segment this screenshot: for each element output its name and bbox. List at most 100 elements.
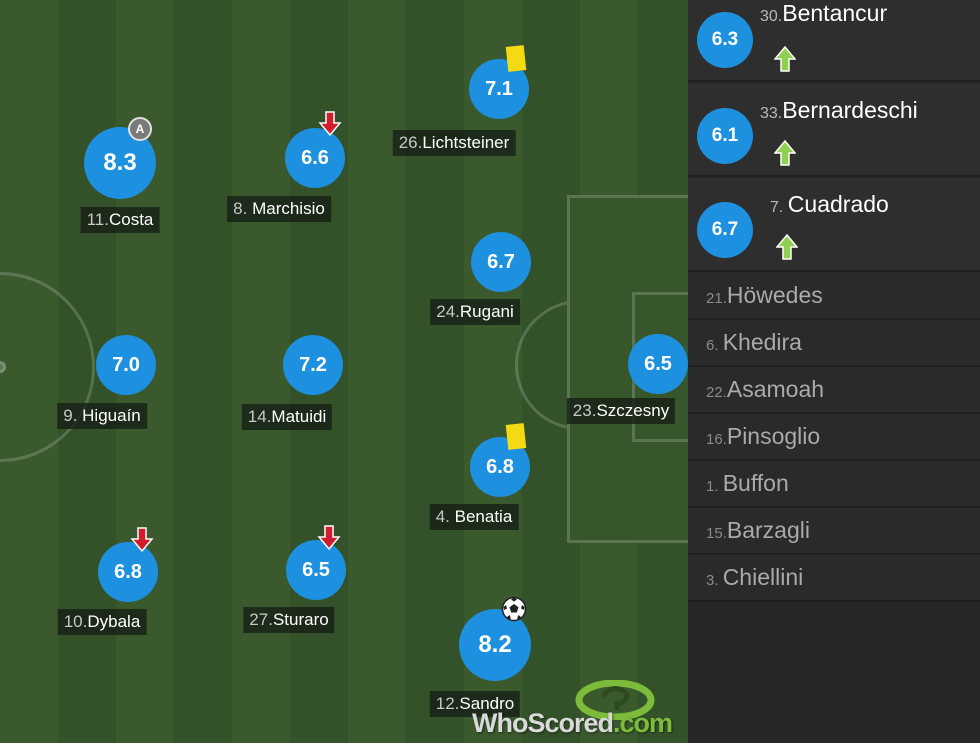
player-number: 1.	[706, 478, 723, 495]
player-number: 12.	[435, 694, 460, 713]
bench-row-pinsoglio[interactable]: 16.Pinsoglio	[688, 414, 980, 461]
player-number: 24.	[436, 302, 460, 321]
player-label: 11.Costa	[80, 207, 160, 233]
player-name: Sandro	[459, 694, 515, 713]
goal-ball-icon	[501, 596, 527, 622]
player-rating: 6.7	[471, 232, 531, 292]
player-name: Benatia	[454, 507, 513, 526]
player-name: Bentancur	[782, 0, 888, 26]
player-label: 26.Lichtsteiner	[392, 130, 516, 156]
player-number: 11.	[86, 210, 109, 229]
player-label: 4. Benatia	[429, 504, 519, 530]
center-spot	[0, 361, 6, 373]
player-label: 30.Bentancur	[760, 0, 887, 27]
player-rating: 6.1	[697, 108, 753, 164]
sub-off-arrow-icon	[318, 111, 342, 137]
player-rating: 6.5	[286, 540, 346, 600]
sub-on-arrow-icon	[776, 234, 798, 260]
question-mark-logo-icon	[575, 680, 655, 720]
player-name: Cuadrado	[787, 191, 889, 217]
player-label: 16.Pinsoglio	[706, 423, 820, 450]
player-number: 33.	[760, 105, 783, 122]
player-number: 23.	[572, 401, 597, 420]
sub-on-arrow-icon	[774, 46, 796, 72]
player-number: 21.	[706, 290, 727, 307]
player-rating: 6.8	[98, 542, 158, 602]
player-name: Costa	[108, 210, 154, 229]
player-label: 23.Szczesny	[566, 398, 676, 424]
center-circle	[0, 272, 95, 462]
player-label: 22.Asamoah	[706, 376, 824, 403]
bench-row-howedes[interactable]: 21.Höwedes	[688, 273, 980, 320]
player-rating: 6.7	[697, 202, 753, 258]
player-name: Khedira	[722, 329, 802, 355]
player-rating: 7.2	[283, 335, 343, 395]
player-label: 3. Chiellini	[706, 564, 803, 591]
player-label: 21.Höwedes	[706, 282, 823, 309]
player-name: Pinsoglio	[726, 423, 821, 449]
player-number: 10.	[63, 612, 88, 631]
player-name: Dybala	[87, 612, 141, 631]
player-number: 3.	[706, 572, 723, 589]
player-label: 8. Marchisio	[227, 196, 331, 222]
player-name: Marchisio	[252, 199, 325, 218]
player-name: Bernardeschi	[782, 97, 918, 123]
player-number: 27.	[249, 610, 273, 629]
player-name: Buffon	[722, 470, 789, 496]
player-rating: 7.0	[96, 335, 156, 395]
whoscored-logo: WhoScored.com	[470, 680, 680, 740]
player-rating: 6.3	[697, 12, 753, 68]
player-name: Higuaín	[82, 406, 141, 425]
player-label: 24.Rugani	[430, 299, 520, 325]
player-number: 26.	[398, 133, 423, 152]
player-name: Asamoah	[726, 376, 825, 402]
player-rating: 8.2	[459, 609, 531, 681]
player-number: 22.	[706, 384, 727, 401]
logo-domain: .com	[613, 708, 673, 738]
player-rating: 6.5	[628, 334, 688, 394]
player-name: Sturaro	[272, 610, 329, 629]
player-number: 9.	[63, 406, 83, 425]
player-number: 8.	[233, 199, 253, 218]
player-rating: 6.6	[285, 128, 345, 188]
bench-row-chiellini[interactable]: 3. Chiellini	[688, 555, 980, 602]
player-label: 14.Matuidi	[241, 404, 333, 430]
player-label: 10.Dybala	[57, 609, 147, 635]
pitch: 8.3 A 11.Costa 6.6 8. Marchisio 7.1 26.L…	[0, 0, 688, 743]
player-name: Lichtsteiner	[422, 133, 510, 152]
sub-on-arrow-icon	[774, 140, 796, 166]
bench-row-buffon[interactable]: 1. Buffon	[688, 461, 980, 508]
player-label: 6. Khedira	[706, 329, 802, 356]
player-name: Chiellini	[722, 564, 804, 590]
sub-off-arrow-icon	[317, 525, 341, 551]
player-number: 14.	[247, 407, 272, 426]
player-name: Matuidi	[271, 407, 327, 426]
player-number: 16.	[706, 431, 727, 448]
substitutes-panel: 6.3 30.Bentancur 6.1 33.Bernardeschi 6.7…	[688, 0, 980, 743]
substitute-row-cuadrado[interactable]: 6.7 7. Cuadrado	[688, 178, 980, 272]
player-name: Szczesny	[596, 401, 670, 420]
substitute-row-bernardeschi[interactable]: 6.1 33.Bernardeschi	[688, 83, 980, 177]
player-label: 7. Cuadrado	[770, 191, 889, 218]
player-label: 12.Sandro	[429, 691, 521, 717]
yellow-card-icon	[505, 423, 527, 450]
player-number: 4.	[435, 507, 455, 526]
bench-row-barzagli[interactable]: 15.Barzagli	[688, 508, 980, 555]
bench-row-khedira[interactable]: 6. Khedira	[688, 320, 980, 367]
logo-text: WhoScored	[472, 708, 614, 738]
player-name: Höwedes	[726, 282, 823, 308]
player-number: 15.	[706, 525, 727, 542]
player-number: 7.	[770, 199, 788, 216]
player-label: 33.Bernardeschi	[760, 97, 918, 124]
player-name: Barzagli	[726, 517, 810, 543]
sub-off-arrow-icon	[130, 527, 154, 553]
substitute-row-bentancur[interactable]: 6.3 30.Bentancur	[688, 0, 980, 82]
player-number: 30.	[760, 8, 783, 25]
player-label: 9. Higuaín	[57, 403, 147, 429]
player-label: 15.Barzagli	[706, 517, 810, 544]
player-label: 27.Sturaro	[243, 607, 335, 633]
player-number: 6.	[706, 337, 723, 354]
player-label: 1. Buffon	[706, 470, 789, 497]
bench-row-asamoah[interactable]: 22.Asamoah	[688, 367, 980, 414]
yellow-card-icon	[505, 45, 527, 72]
